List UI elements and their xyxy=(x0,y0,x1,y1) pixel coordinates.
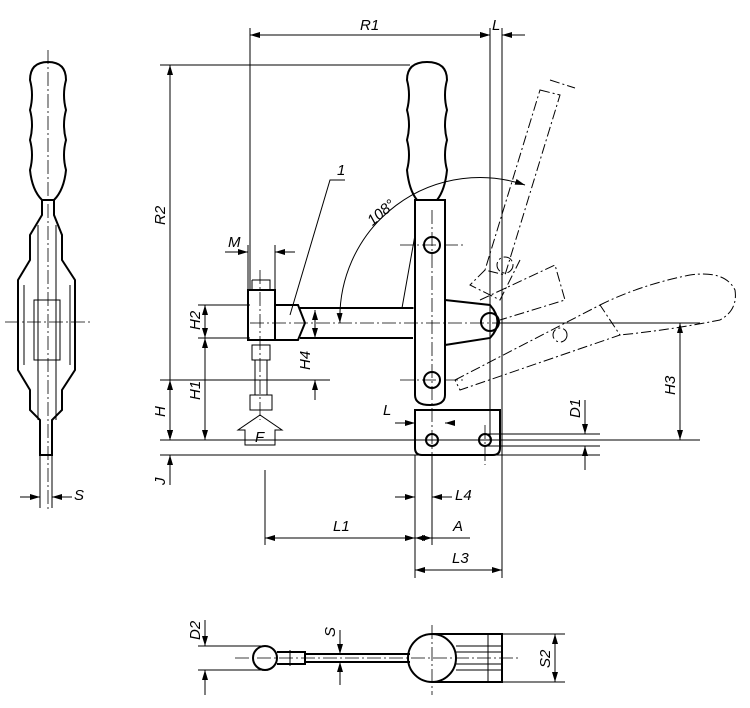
dim-label-h: H xyxy=(152,406,169,417)
force-label-f: F xyxy=(255,429,265,446)
dim-label-l-mid: L xyxy=(383,402,391,419)
callout-1: 1 xyxy=(337,162,345,179)
angle-label: 108° xyxy=(364,196,399,229)
dim-label-l-top: L xyxy=(492,17,500,34)
dim-label-j: J xyxy=(152,477,169,486)
dim-label-d1: D1 xyxy=(567,399,584,418)
dim-label-l1: L1 xyxy=(333,518,350,535)
dim-label-h4: H4 xyxy=(297,351,314,370)
dim-label-r2: R2 xyxy=(152,205,169,225)
dim-label-l3: L3 xyxy=(452,550,469,567)
dim-label-h2: H2 xyxy=(187,310,204,330)
dim-label-d2: D2 xyxy=(187,620,204,640)
dim-label-h3: H3 xyxy=(662,375,679,395)
dim-label-s2: S2 xyxy=(537,649,554,668)
dim-label-a: A xyxy=(452,518,463,535)
dim-label-s-bottom: S xyxy=(322,627,339,637)
dimensions: R1 L R2 M H2 H1 H J H4 xyxy=(152,17,700,578)
dim-label-r1: R1 xyxy=(360,17,379,34)
dim-label-h1: H1 xyxy=(187,381,204,400)
side-view: S xyxy=(5,50,90,510)
front-view: F 108° 1 xyxy=(236,60,736,470)
dim-label-l4: L4 xyxy=(455,487,472,504)
dim-label-s-side: S xyxy=(74,487,84,504)
top-view: D2 S S2 xyxy=(187,620,565,695)
dim-label-m: M xyxy=(228,234,241,251)
